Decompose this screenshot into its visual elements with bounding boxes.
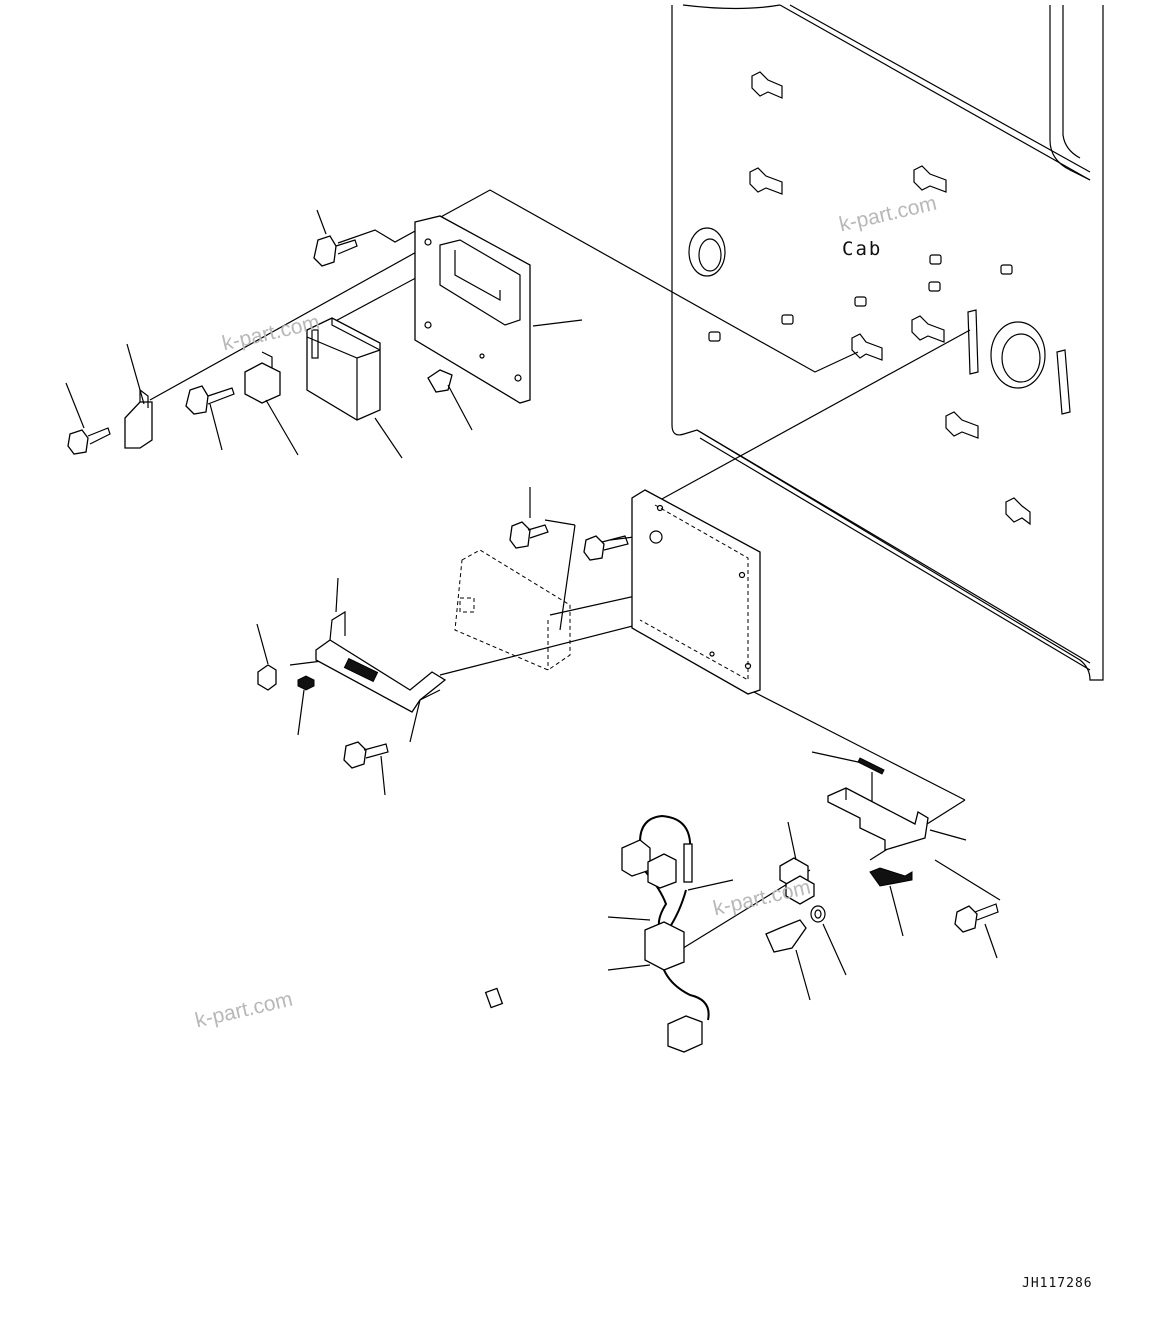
middle-assembly — [256, 487, 761, 796]
assembly-lines — [149, 189, 1001, 951]
upper-assembly — [65, 209, 583, 459]
drawing-code: JH117286 — [1022, 1276, 1093, 1291]
cab-panel — [671, 4, 1104, 681]
cab-label: Cab — [842, 238, 883, 260]
lower-assembly — [484, 751, 999, 1053]
